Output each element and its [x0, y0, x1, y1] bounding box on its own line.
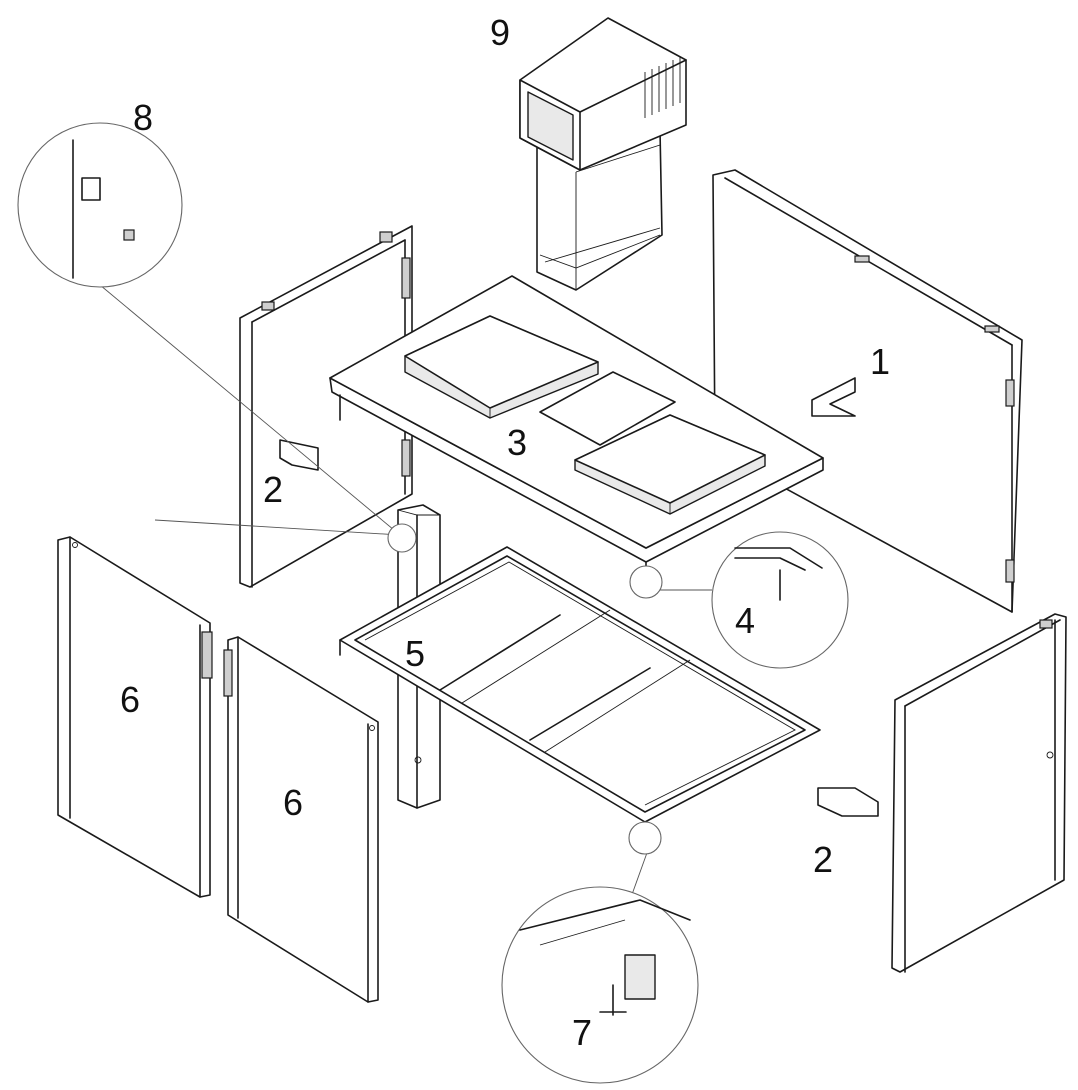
door-right: [223, 636, 379, 1003]
part-label-2-right: 2: [813, 839, 834, 880]
back-panel: [712, 169, 1023, 613]
part-label-1: 1: [870, 341, 891, 382]
part-label-6-left: 6: [120, 679, 141, 720]
part-label-4: 4: [735, 600, 756, 641]
lid-left: [404, 315, 599, 419]
condensing-unit: [519, 17, 687, 291]
part-label-3: 3: [507, 422, 528, 463]
lid-right: [574, 414, 766, 515]
arrow-2-right: [817, 787, 879, 817]
part-label-2-left: 2: [263, 469, 284, 510]
door-left: [57, 536, 213, 898]
left-side-panel: [239, 225, 413, 588]
arrow-1: [811, 377, 856, 417]
detail-circle-7: [501, 821, 699, 1084]
part-label-8: 8: [133, 97, 154, 138]
part-label-6-right: 6: [283, 782, 304, 823]
arrow-2-left: [279, 439, 319, 471]
right-side-panel: [891, 613, 1067, 973]
part-label-5: 5: [405, 633, 426, 674]
part-label-9: 9: [490, 12, 511, 53]
vent-grille: [644, 57, 681, 118]
part-label-7: 7: [572, 1012, 593, 1053]
detail-circle-4: [629, 531, 849, 669]
detail-circle-8: [17, 122, 417, 553]
worktop: [329, 275, 824, 581]
base-frame: [339, 546, 821, 841]
